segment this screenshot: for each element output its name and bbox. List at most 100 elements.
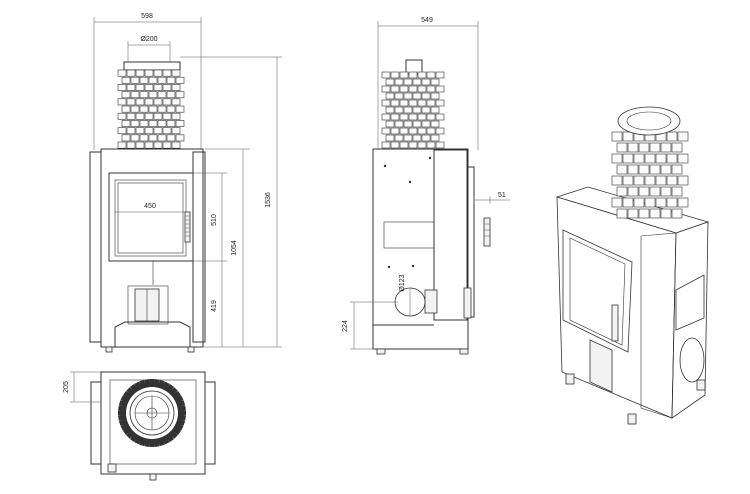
stone	[117, 141, 127, 149]
stone	[671, 208, 683, 219]
stone	[622, 197, 634, 208]
stone	[385, 134, 395, 142]
stone	[171, 84, 181, 91]
dim-door-height: 510	[211, 214, 218, 226]
stone	[135, 69, 145, 77]
stone	[148, 120, 158, 127]
stone	[121, 91, 131, 99]
top-corner-fixing	[107, 463, 117, 473]
stone-basket-side	[381, 59, 445, 149]
stone	[677, 197, 689, 208]
stone	[117, 84, 127, 91]
stone	[130, 105, 140, 113]
stone	[162, 127, 172, 135]
stone	[435, 141, 445, 149]
door-glass	[114, 179, 187, 257]
stone	[162, 141, 172, 149]
stone	[157, 134, 167, 142]
stone	[157, 120, 167, 127]
air-inlet-flange	[424, 289, 438, 314]
stone	[157, 91, 167, 99]
stone	[171, 141, 181, 149]
stone	[616, 186, 628, 197]
stone	[403, 92, 413, 100]
stone	[408, 127, 418, 135]
stone	[638, 164, 650, 175]
top-left-panel	[90, 381, 102, 465]
stone	[408, 85, 418, 93]
stone	[153, 127, 163, 135]
stone	[139, 105, 149, 113]
stone	[412, 78, 422, 86]
stone	[638, 208, 650, 219]
stone	[381, 99, 391, 107]
stone	[161, 381, 170, 391]
stone	[611, 175, 623, 186]
iso-stone-basket	[611, 131, 689, 219]
stone	[135, 112, 145, 120]
dim-base-height: 419	[211, 300, 218, 312]
stone	[144, 112, 154, 120]
stone	[677, 175, 689, 186]
stone	[408, 71, 418, 79]
stone	[399, 141, 409, 149]
stone	[394, 92, 404, 100]
base-frame	[114, 321, 191, 347]
stone	[126, 84, 136, 91]
stone	[660, 186, 672, 197]
side-handle	[483, 217, 491, 247]
stone	[627, 164, 639, 175]
stone	[421, 134, 431, 142]
stone	[117, 112, 127, 120]
dim-front-width: 598	[141, 13, 153, 20]
stone	[139, 379, 147, 390]
stone	[144, 69, 154, 77]
stone	[126, 127, 136, 135]
stone	[426, 113, 436, 121]
stone	[611, 197, 623, 208]
stone	[157, 436, 165, 447]
stone	[135, 84, 145, 91]
iso-side-box	[675, 274, 705, 331]
left-foot	[105, 346, 113, 353]
stone	[426, 141, 436, 149]
stone	[430, 134, 440, 142]
stone	[122, 391, 133, 400]
stone	[149, 379, 155, 387]
iso-foot-3	[696, 379, 706, 391]
stone	[671, 186, 683, 197]
stone	[153, 141, 163, 149]
stone	[671, 142, 683, 153]
stone	[148, 76, 158, 84]
stone	[122, 426, 133, 435]
stone	[627, 142, 639, 153]
iso-side-panel	[640, 232, 677, 419]
stone	[649, 142, 661, 153]
stone	[153, 112, 163, 120]
dim-flue-diameter: Ø200	[140, 36, 157, 43]
stone	[385, 92, 395, 100]
stone	[121, 134, 131, 142]
stone	[677, 131, 689, 142]
stone	[417, 113, 427, 121]
stone	[435, 99, 445, 107]
stone	[148, 91, 158, 99]
top-handle	[149, 473, 157, 481]
stone	[175, 134, 185, 142]
side-bracket	[463, 287, 472, 319]
dim-total-height: 1536	[265, 192, 272, 208]
stone	[144, 84, 154, 91]
stone	[412, 106, 422, 114]
flue-collar	[123, 61, 181, 71]
stone	[649, 186, 661, 197]
stone	[166, 134, 176, 142]
stone	[394, 134, 404, 142]
stone	[153, 379, 160, 388]
stone	[130, 134, 140, 142]
stone	[394, 106, 404, 114]
stone	[390, 99, 400, 107]
stone	[144, 98, 154, 106]
stone	[655, 197, 667, 208]
stone	[121, 105, 131, 113]
